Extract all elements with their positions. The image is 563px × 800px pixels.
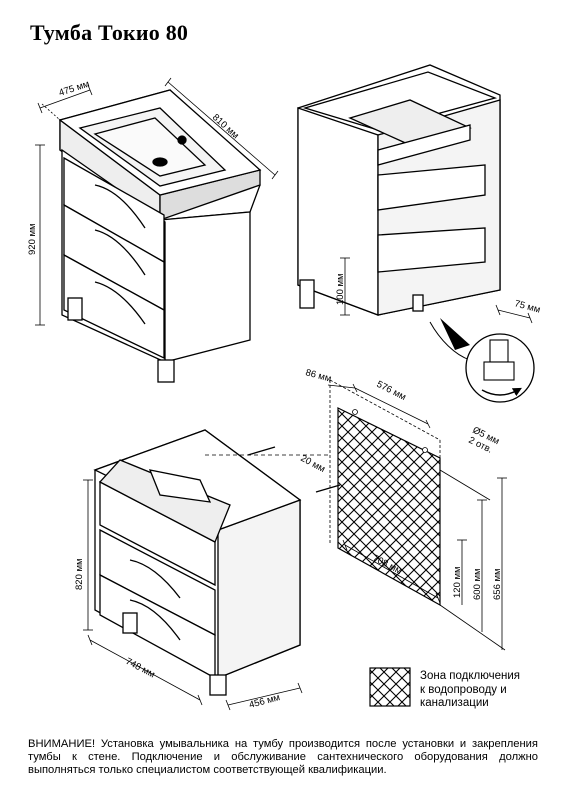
dim-20: 20 мм xyxy=(299,453,327,475)
dim-600: 600 мм xyxy=(472,568,483,600)
page-title: Тумба Токио 80 xyxy=(30,20,189,45)
warning-note: ВНИМАНИЕ! Установка умывальника на тумбу… xyxy=(28,738,538,776)
dim-656: 656 мм xyxy=(492,568,503,600)
connection-zone xyxy=(337,407,441,607)
dim-920: 920 мм xyxy=(27,223,38,255)
dim-820: 820 мм xyxy=(74,558,85,590)
legend: Зона подключения к водопроводу и канализ… xyxy=(420,670,520,711)
cabinet-wall-mount xyxy=(93,429,341,696)
legend-swatch xyxy=(369,667,411,707)
dim-120: 120 мм xyxy=(452,566,463,598)
dim-100: 100 мм xyxy=(335,273,346,305)
legend-line-2: к водопроводу и xyxy=(420,683,507,696)
dim-748: 748 мм xyxy=(124,656,157,681)
cabinet-with-sink xyxy=(58,89,262,383)
dim-86: 86 мм xyxy=(304,367,332,384)
legend-line-1: Зона подключения xyxy=(420,670,520,682)
adjuster-detail xyxy=(429,318,535,403)
cabinet-open-drawers xyxy=(297,64,501,316)
dim-576: 576 мм xyxy=(375,379,408,403)
legend-line-3: канализации xyxy=(420,697,489,709)
dim-456: 456 мм xyxy=(248,692,281,711)
dim-75: 75 мм xyxy=(513,298,541,315)
